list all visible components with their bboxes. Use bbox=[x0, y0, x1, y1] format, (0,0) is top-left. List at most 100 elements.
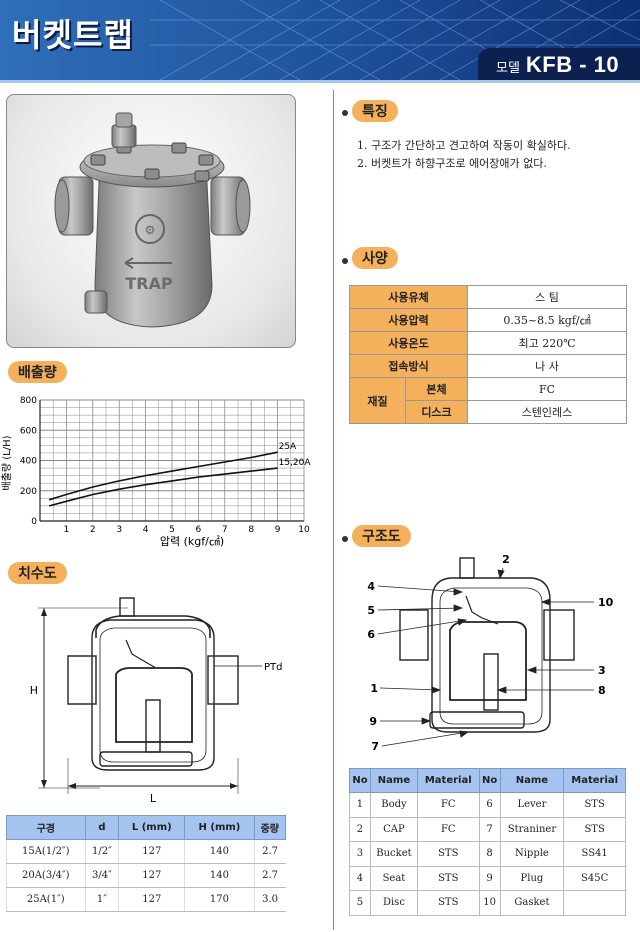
table-cell: 2.7 bbox=[253, 839, 286, 864]
series-line bbox=[48, 451, 278, 501]
section-features: 특징 bbox=[352, 100, 398, 122]
x-tick-label: 2 bbox=[90, 525, 96, 535]
x-tick-label: 10 bbox=[298, 525, 310, 535]
column-header: H (mm) bbox=[184, 815, 255, 840]
series-label: 15,20A bbox=[279, 458, 312, 468]
table-cell: 127 bbox=[118, 863, 185, 888]
x-tick-label: 4 bbox=[143, 525, 149, 535]
column-header: Name bbox=[499, 768, 565, 793]
spec-value: 스텐인레스 bbox=[467, 400, 627, 424]
table-cell: STS bbox=[416, 841, 480, 867]
spec-label: 사용압력 bbox=[349, 308, 468, 332]
dimension-drawing: PTd H L bbox=[30, 597, 283, 805]
column-header: No bbox=[478, 768, 501, 793]
table-cell: 9 bbox=[478, 865, 501, 891]
table-cell: 170 bbox=[184, 887, 255, 912]
feature-item-1: 1. 구조가 간단하고 견고하여 작동이 확실하다. bbox=[357, 139, 571, 152]
model-badge: 모델 KFB - 10 bbox=[478, 48, 640, 80]
callout-6: 6 bbox=[367, 628, 375, 641]
x-tick-label: 3 bbox=[116, 525, 122, 535]
spec-value: 스 팀 bbox=[467, 285, 627, 309]
table-cell: 20A(3/4″) bbox=[6, 863, 86, 888]
x-tick-label: 7 bbox=[222, 525, 228, 535]
svg-text:⚙: ⚙ bbox=[145, 223, 156, 237]
table-cell: 10 bbox=[478, 890, 501, 916]
table-cell: Straniner bbox=[499, 816, 565, 842]
parts-table: No Name Material No Name Material 1 Body… bbox=[349, 768, 626, 916]
header-banner: 버켓트랩 모델 KFB - 10 bbox=[0, 0, 640, 80]
table-row: 25A(1″) 1″ 127 170 3.0 bbox=[6, 887, 286, 912]
table-cell: Lever bbox=[499, 792, 565, 818]
structure-drawing: 1 2 3 4 5 6 7 8 9 10 bbox=[367, 553, 614, 753]
dimension-table: 구경 d L (mm) H (mm) 중량 15A(1/2″) 1/2″ 127… bbox=[6, 815, 287, 912]
lattice-decoration bbox=[150, 0, 640, 80]
table-cell: FC bbox=[416, 816, 480, 842]
spec-label: 재질 bbox=[349, 377, 406, 424]
table-cell: 3/4″ bbox=[84, 863, 119, 888]
bullet-dot bbox=[342, 258, 348, 264]
feature-item-2: 2. 버켓트가 하향구조로 에어장애가 없다. bbox=[357, 157, 547, 170]
bullet-dot bbox=[342, 110, 348, 116]
column-header: Material bbox=[416, 768, 480, 793]
bucket-trap-illustration: ⚙ TRAP bbox=[54, 112, 251, 328]
x-tick-label: 8 bbox=[248, 525, 254, 535]
chart-xlabel: 압력 (kgf/㎠) bbox=[160, 535, 224, 548]
y-tick-label: 400 bbox=[20, 457, 37, 467]
section-structure: 구조도 bbox=[352, 525, 411, 547]
column-header: 중량 bbox=[253, 815, 287, 840]
y-tick-label: 0 bbox=[31, 517, 37, 527]
table-cell: STS bbox=[563, 792, 626, 818]
column-divider bbox=[333, 90, 334, 930]
column-header: 구경 bbox=[6, 815, 86, 840]
callout-10: 10 bbox=[598, 596, 614, 609]
table-cell: SS41 bbox=[563, 841, 626, 867]
table-cell: 8 bbox=[478, 841, 501, 867]
spec-label: 사용유체 bbox=[349, 285, 468, 309]
column-header: No bbox=[349, 768, 371, 793]
x-tick-label: 5 bbox=[169, 525, 175, 535]
series-label: 25A bbox=[279, 442, 297, 452]
spec-value: 나 사 bbox=[467, 354, 627, 378]
table-cell: Plug bbox=[499, 865, 565, 891]
table-row: 15A(1/2″) 1/2″ 127 140 2.7 bbox=[6, 839, 286, 864]
column-header: Material bbox=[563, 768, 626, 793]
table-row: 5 Disc STS 10 Gasket bbox=[349, 890, 626, 916]
table-cell: Body bbox=[369, 792, 418, 818]
spec-label: 디스크 bbox=[405, 400, 468, 424]
table-cell: 15A(1/2″) bbox=[6, 839, 86, 864]
table-cell: 2.7 bbox=[253, 863, 286, 888]
table-row: 4 Seat STS 9 Plug S45C bbox=[349, 865, 626, 891]
table-cell: 5 bbox=[349, 890, 371, 916]
section-dimensions: 치수도 bbox=[8, 562, 67, 584]
table-cell: 25A(1″) bbox=[6, 887, 86, 912]
spec-value: 0.35~8.5 kgf/㎠ bbox=[467, 308, 627, 332]
spec-value: 최고 220℃ bbox=[467, 331, 627, 355]
table-cell: 3.0 bbox=[253, 887, 286, 912]
table-cell: 6 bbox=[478, 792, 501, 818]
table-cell: 1 bbox=[349, 792, 371, 818]
table-cell: Seat bbox=[369, 865, 418, 891]
table-cell: 4 bbox=[349, 865, 371, 891]
chart-grid bbox=[39, 399, 305, 522]
y-tick-label: 600 bbox=[20, 426, 37, 436]
table-cell: STS bbox=[416, 890, 480, 916]
callout-7: 7 bbox=[371, 740, 379, 753]
table-row: 3 Bucket STS 8 Nipple SS41 bbox=[349, 841, 626, 867]
ptd-label: PTd bbox=[264, 662, 283, 673]
section-specs: 사양 bbox=[352, 247, 398, 269]
table-cell: S45C bbox=[563, 865, 626, 891]
page-title: 버켓트랩 bbox=[12, 16, 134, 54]
table-cell: STS bbox=[416, 865, 480, 891]
series-line bbox=[48, 467, 278, 507]
product-photo: ⚙ TRAP bbox=[6, 94, 296, 348]
table-cell: 127 bbox=[118, 839, 185, 864]
table-cell: 7 bbox=[478, 816, 501, 842]
column-header: Name bbox=[369, 768, 418, 793]
table-cell: Nipple bbox=[499, 841, 565, 867]
table-cell: 140 bbox=[184, 863, 255, 888]
table-cell: 1″ bbox=[84, 887, 119, 912]
chart-ylabel: 배출량 (L/H) bbox=[1, 435, 13, 490]
table-cell: 3 bbox=[349, 841, 371, 867]
l-label: L bbox=[150, 792, 157, 805]
